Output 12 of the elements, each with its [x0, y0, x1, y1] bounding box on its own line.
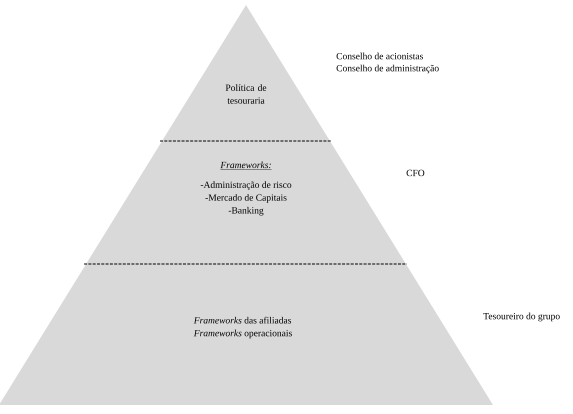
- node-label: Frameworks operacionais: [194, 330, 292, 338]
- pyramid-tier: Frameworks: -Administração de risco -Mercado de Capitais -Banking: [86, 141, 406, 264]
- node-label: -Mercado de Capitais: [205, 194, 287, 203]
- node-label: Frameworks das afiliadas: [194, 316, 292, 324]
- role-label: Conselho de acionistas: [336, 52, 423, 60]
- role-label: CFO: [406, 170, 424, 176]
- node-label: Frameworks:: [220, 161, 271, 168]
- node-label: Política de tesouraria: [226, 84, 266, 104]
- role-label: Conselho de administração: [336, 64, 439, 74]
- pyramid-tier: Política de tesouraria: [162, 5, 330, 141]
- node-label: -Administração de risco: [200, 181, 292, 190]
- node-label: -Banking: [228, 206, 264, 216]
